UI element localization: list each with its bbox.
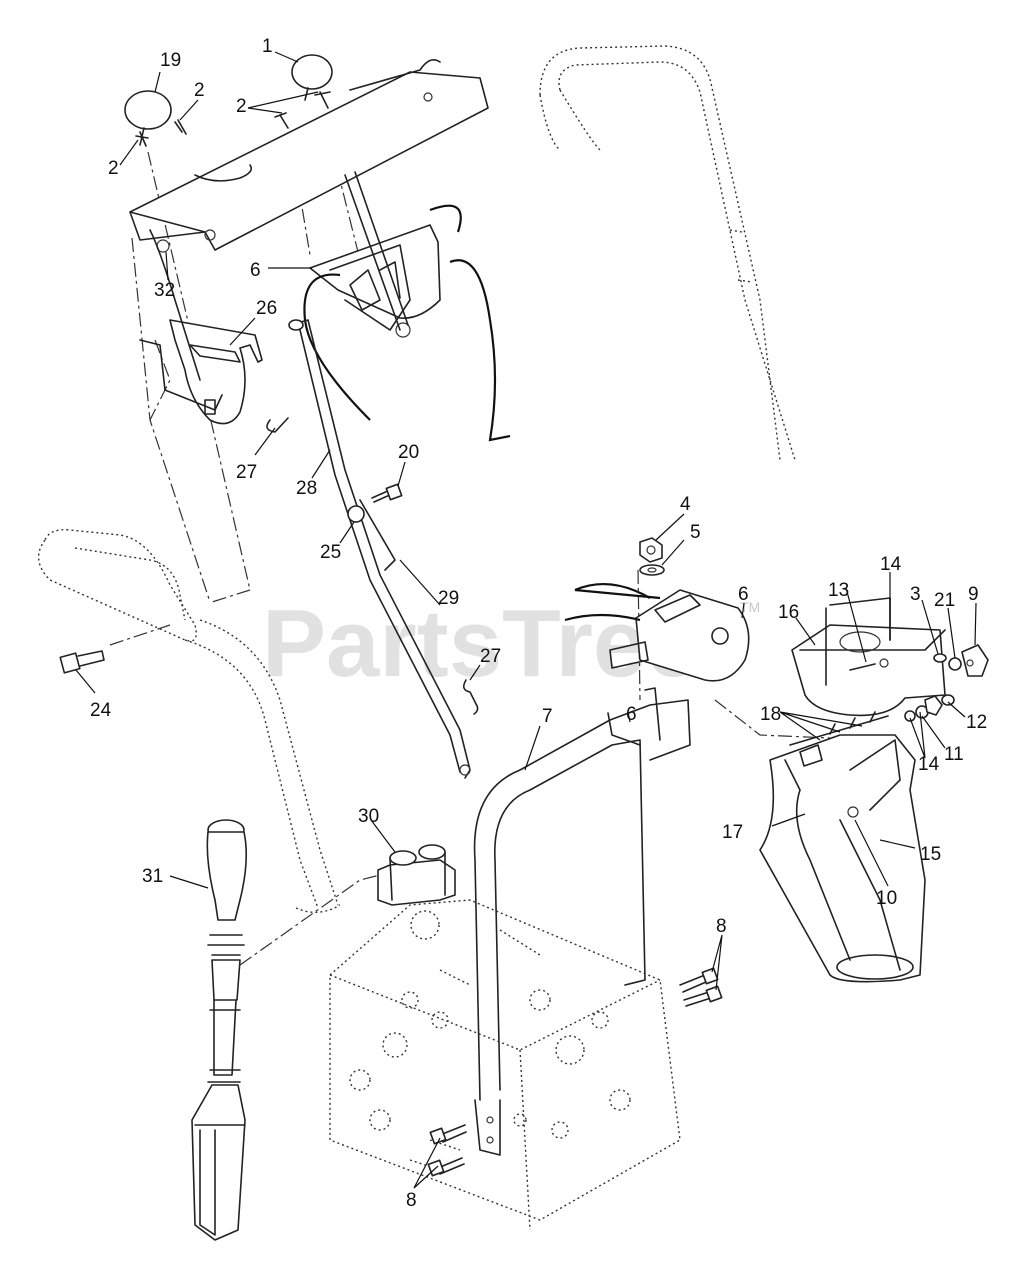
clean-out-tool-31 (191, 819, 248, 1241)
callout-11: 11 (944, 744, 964, 765)
callout-27-b: 27 (480, 646, 501, 667)
shift-bracket-26 (139, 229, 263, 425)
callout-6-c: 6 (626, 704, 637, 725)
bolts-8-right (679, 967, 723, 1007)
callout-30: 30 (358, 806, 379, 827)
cable-upper (303, 204, 511, 442)
auger-housing (329, 899, 681, 1231)
callout-1: 1 (262, 36, 273, 57)
chute-bracket-6-lower (609, 589, 750, 682)
frame-7 (473, 687, 691, 1156)
callout-6-b: 6 (738, 584, 749, 605)
shift-rod-28 (288, 319, 471, 779)
callout-26: 26 (256, 298, 277, 319)
callout-29: 29 (438, 588, 459, 609)
bolt-20 (371, 483, 403, 503)
cotter-pin-27b (462, 679, 479, 715)
callout-21: 21 (934, 590, 955, 611)
callout-27-a: 27 (236, 462, 257, 483)
callout-14-a: 14 (880, 554, 902, 575)
callout-12: 12 (966, 712, 987, 733)
washer-5 (639, 564, 665, 576)
clamp-30 (377, 844, 456, 906)
index-bracket-6-upper (309, 171, 441, 338)
callout-17: 17 (722, 822, 743, 843)
knob-19 (124, 90, 172, 146)
chute-deflector-15-17 (759, 711, 926, 983)
callout-2-b: 2 (236, 96, 247, 117)
watermark-tm: TM (740, 599, 760, 615)
callout-20: 20 (398, 442, 419, 463)
callout-13: 13 (828, 580, 849, 601)
cable-lower (564, 582, 661, 622)
callout-19: 19 (160, 50, 181, 71)
callout-14-b: 14 (918, 754, 940, 775)
callout-15: 15 (920, 844, 941, 865)
callout-28: 28 (296, 478, 317, 499)
upper-handle-left (37, 529, 341, 913)
callout-2-c: 2 (108, 158, 119, 179)
callouts: 19 1 2 2 2 6 32 26 27 28 20 25 29 27 24 … (90, 36, 987, 1211)
chute-head-16 (791, 597, 946, 717)
callout-32: 32 (154, 280, 175, 301)
bolt-24 (59, 650, 105, 674)
screws-2 (135, 91, 331, 147)
callout-3: 3 (910, 584, 921, 605)
callout-7: 7 (542, 706, 553, 727)
callout-8-b: 8 (406, 1190, 417, 1211)
leader-lines (75, 51, 977, 1189)
cotter-pin-27a (266, 417, 289, 433)
watermark: PartsTree (262, 590, 700, 697)
callout-10: 10 (876, 888, 897, 909)
callout-5: 5 (690, 522, 701, 543)
hardware-11-12-14 (904, 694, 955, 722)
knob-1 (291, 54, 333, 101)
hardware-3-21-9 (933, 644, 989, 677)
callout-2-a: 2 (194, 80, 205, 101)
callout-4: 4 (680, 494, 691, 515)
callout-16: 16 (778, 602, 799, 623)
callout-24: 24 (90, 700, 112, 721)
nut-4 (639, 537, 663, 563)
callout-25: 25 (320, 542, 341, 563)
callout-8-a: 8 (716, 916, 727, 937)
callout-31: 31 (142, 866, 163, 887)
control-panel (129, 59, 489, 251)
upper-handle-right (539, 45, 796, 461)
callout-18: 18 (760, 704, 781, 725)
callout-6-a: 6 (250, 260, 261, 281)
callout-9: 9 (968, 584, 979, 605)
